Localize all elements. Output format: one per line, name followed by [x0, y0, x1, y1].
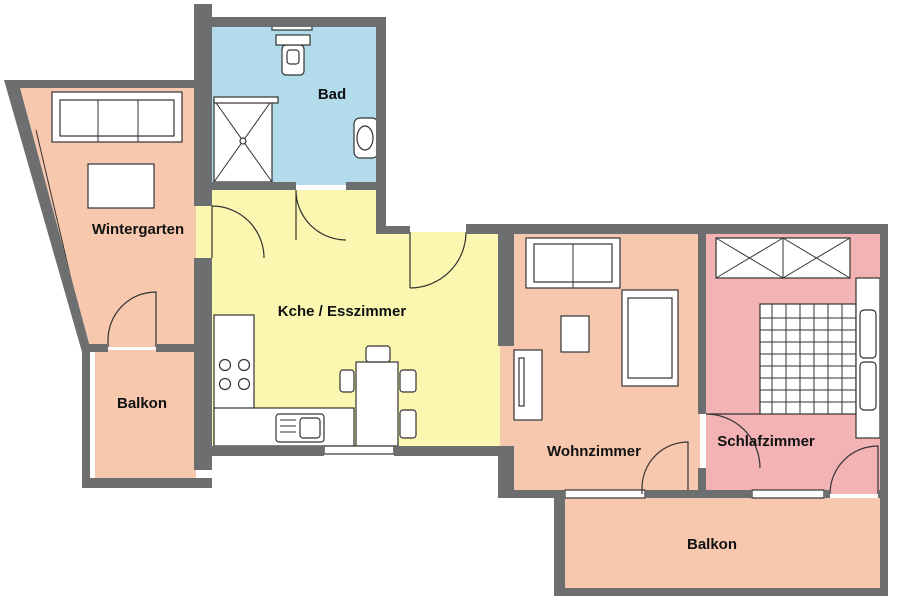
chairs — [339, 345, 417, 439]
label-wohnzimmer: Wohnzimmer — [547, 443, 641, 460]
kitchen-sink — [275, 413, 325, 443]
window-schlafzimmer — [751, 489, 825, 499]
label-kueche: Kche / Esszimmer — [278, 303, 407, 320]
label-wintergarten: Wintergarten — [92, 221, 184, 238]
door-flur — [409, 231, 467, 289]
room-fill-wintergarten — [20, 88, 196, 347]
schlafzimmer-furniture — [715, 237, 881, 499]
dining-table — [355, 361, 399, 447]
label-balkon-links: Balkon — [117, 395, 167, 412]
door-balkon-unten — [829, 445, 879, 495]
door-bad — [295, 189, 347, 241]
walls — [4, 4, 888, 596]
label-bad: Bad — [318, 86, 346, 103]
doors — [107, 189, 879, 495]
room-fill-balkon-links — [95, 350, 196, 478]
door-wintergarten — [211, 205, 265, 259]
window-kueche — [323, 445, 395, 455]
table-wintergarten — [87, 163, 155, 209]
label-balkon-unten: Balkon — [687, 536, 737, 553]
wintergarten-furniture — [29, 91, 183, 301]
coffee-table — [560, 315, 590, 353]
window-wohnzimmer — [564, 489, 646, 499]
kueche-furniture — [213, 314, 417, 455]
door-wohnzimmer — [641, 441, 689, 494]
room-fill-kueche — [196, 190, 500, 448]
stove — [218, 358, 251, 391]
bed — [759, 277, 881, 439]
sideboard — [513, 349, 543, 421]
wohnzimmer-furniture — [513, 237, 679, 499]
room-labels: Bad Wintergarten Kche / Esszimmer Balkon… — [92, 86, 815, 553]
room-fill-balkon-unten — [560, 498, 882, 590]
door-schlafzimmer — [705, 413, 761, 469]
label-schlafzimmer: Schlafzimmer — [717, 433, 815, 450]
